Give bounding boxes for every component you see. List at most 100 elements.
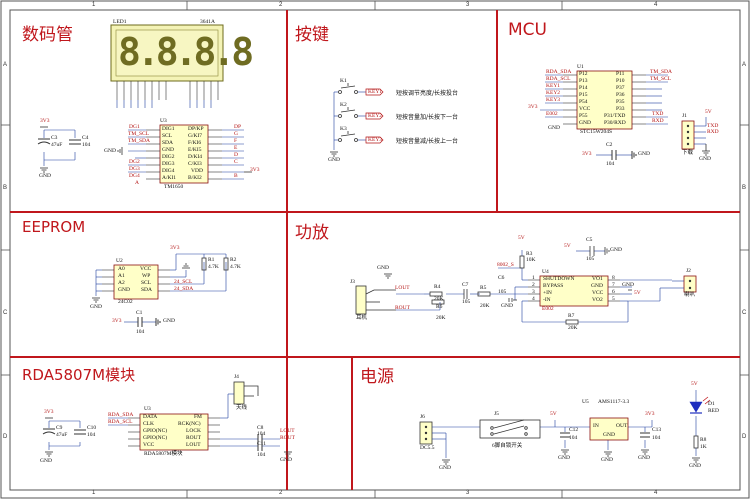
mcu-pin-l3: P14 [579,85,588,91]
c4-ref: C4 [82,135,89,141]
j6-ref: J6 [420,414,425,420]
c13-ref: C13 [652,427,662,433]
u4-num-r4: 5 [612,296,615,302]
r8-val: 1K [700,444,707,450]
u3-net-l8: A [135,180,139,186]
u3-pin-r7: VDD [191,168,203,174]
c4-val: 104 [82,142,91,148]
border-col-2-bottom: 2 [279,490,283,496]
c11-val: 104 [257,452,266,458]
amp-net-5v: 5V [518,235,525,241]
r3-ref: R3 [526,251,533,257]
amp-gnd-bypass: GND [501,303,513,309]
radio-pin-l5: VCC [143,442,155,448]
c12-val: 104 [569,435,578,441]
c2-vcc-label: 3V3 [582,151,592,157]
mcu-pin-l6: VCC [579,106,591,112]
j5-ref: J5 [494,411,499,417]
mcu-net-r8: RXD [652,118,664,124]
key1-net: KEY1 [368,88,383,95]
border-col-1-bottom: 1 [92,490,96,496]
c3-gnd-label: GND [39,173,51,179]
radio-pin-r4: ROUT [186,435,201,441]
j1-ref: J1 [682,113,687,119]
r8-ref: R8 [700,437,707,443]
u3-pin-l7: DIG4 [162,168,175,174]
c8-val: 104 [257,431,266,437]
led1-ref: LED1 [113,19,127,25]
u3-net-l1: DG1 [129,124,140,130]
r1-val: 4.7K [208,264,219,270]
u3-pin-r4: E/KI5 [188,147,202,153]
u3-pin-l5: DIG2 [162,154,175,160]
eeprom-ref: U2 [116,258,123,264]
border-row-a: A [3,62,8,68]
u3-net-r8: B [234,173,238,179]
j3-ref: J3 [350,279,355,285]
r2-ref: R2 [230,257,237,263]
radio-pin-r3: LOCK [186,428,201,434]
u3-pin-r5: D/KI4 [188,154,203,160]
amp-rout-label: ROUT [395,305,410,311]
u4-num-l1: 1 [532,275,535,281]
r3-val: 10K [526,257,536,263]
r4-ref: R4 [434,284,441,290]
key1-desc: 短按调节亮度/长按投台 [396,90,459,97]
u3-pin-r8: B/KI2 [188,175,202,181]
u4-num-r3: 6 [612,289,615,295]
mcu-pin-l2: P13 [579,78,588,84]
u3-net-l5: DG2 [129,159,140,165]
eeprom-scl-label: 24_SCL [174,279,193,285]
c1-val: 104 [136,329,145,335]
mcu-pin-r2: P10 [616,78,625,84]
u3-pin-r1: DP/KP [188,126,204,132]
key2-net: KEY2 [368,112,383,119]
amp-net-e002: E002 [542,306,554,312]
radio-pin-r5: LOUT [186,442,201,448]
r6-val: 20K [436,315,446,321]
u3-pin-l6: DIG3 [162,161,175,167]
r7-val: 20K [568,325,578,331]
mcu-ref: U1 [577,64,584,70]
radio-out-rout: ROUT [280,435,295,441]
u4-num-l4: 4 [532,296,535,302]
mcu-pin-l5: P54 [579,99,588,105]
u4-ref: U4 [542,269,549,275]
u5-pin-gnd: GND [603,432,615,438]
mcu-pin-l8: GND [579,120,591,126]
eeprom-pin-r4: SDA [141,287,153,293]
radio-pin-r2: RCK(NC) [178,421,201,427]
u3-pin-r2: G/KI7 [188,133,203,139]
eeprom-part: 24C02 [118,299,133,305]
radio-out-lout: LOUT [280,428,295,434]
r4-val: 20K [434,296,444,302]
eeprom-pin-l2: A1 [118,273,125,279]
r7-ref: R7 [568,313,575,319]
c6-ref: C6 [498,275,505,281]
border-row-d: D [3,434,8,440]
border-row-c-right: C [742,310,747,316]
mcu-pin-r7: P31/TXD [604,113,626,119]
amp-gnd-j3: GND [377,265,389,271]
radio-pin-l3: GPIO(NC) [143,428,168,434]
border-row-c: C [3,310,8,316]
u4-pin-l3: +IN [543,290,552,296]
led-d1 [689,396,711,414]
border-col-3: 3 [466,2,470,8]
u3-net-r5: D [234,152,238,158]
c3-ref: C3 [51,135,58,141]
radio-ref: U3 [144,406,151,412]
eeprom-pin-r2: WP [142,273,151,279]
power-3v3-label: 3V3 [645,411,655,417]
amp-lout-label: LOUT [395,285,410,291]
power-gnd-c13: GND [638,455,650,461]
c7-val: 105 [462,299,471,305]
radio-pin-l2: CLK [143,421,154,427]
u4-pin-l4: -IN [543,297,551,303]
seven-seg-display [110,24,224,82]
amp-net-5v-c5: 5V [564,243,571,249]
u3-part: TM1650 [164,184,184,190]
eeprom-pin-r3: SCL [141,280,152,286]
section-title-radio: RDA5807M模块 [22,366,136,384]
mcu-pin-r6: P33 [616,106,625,112]
